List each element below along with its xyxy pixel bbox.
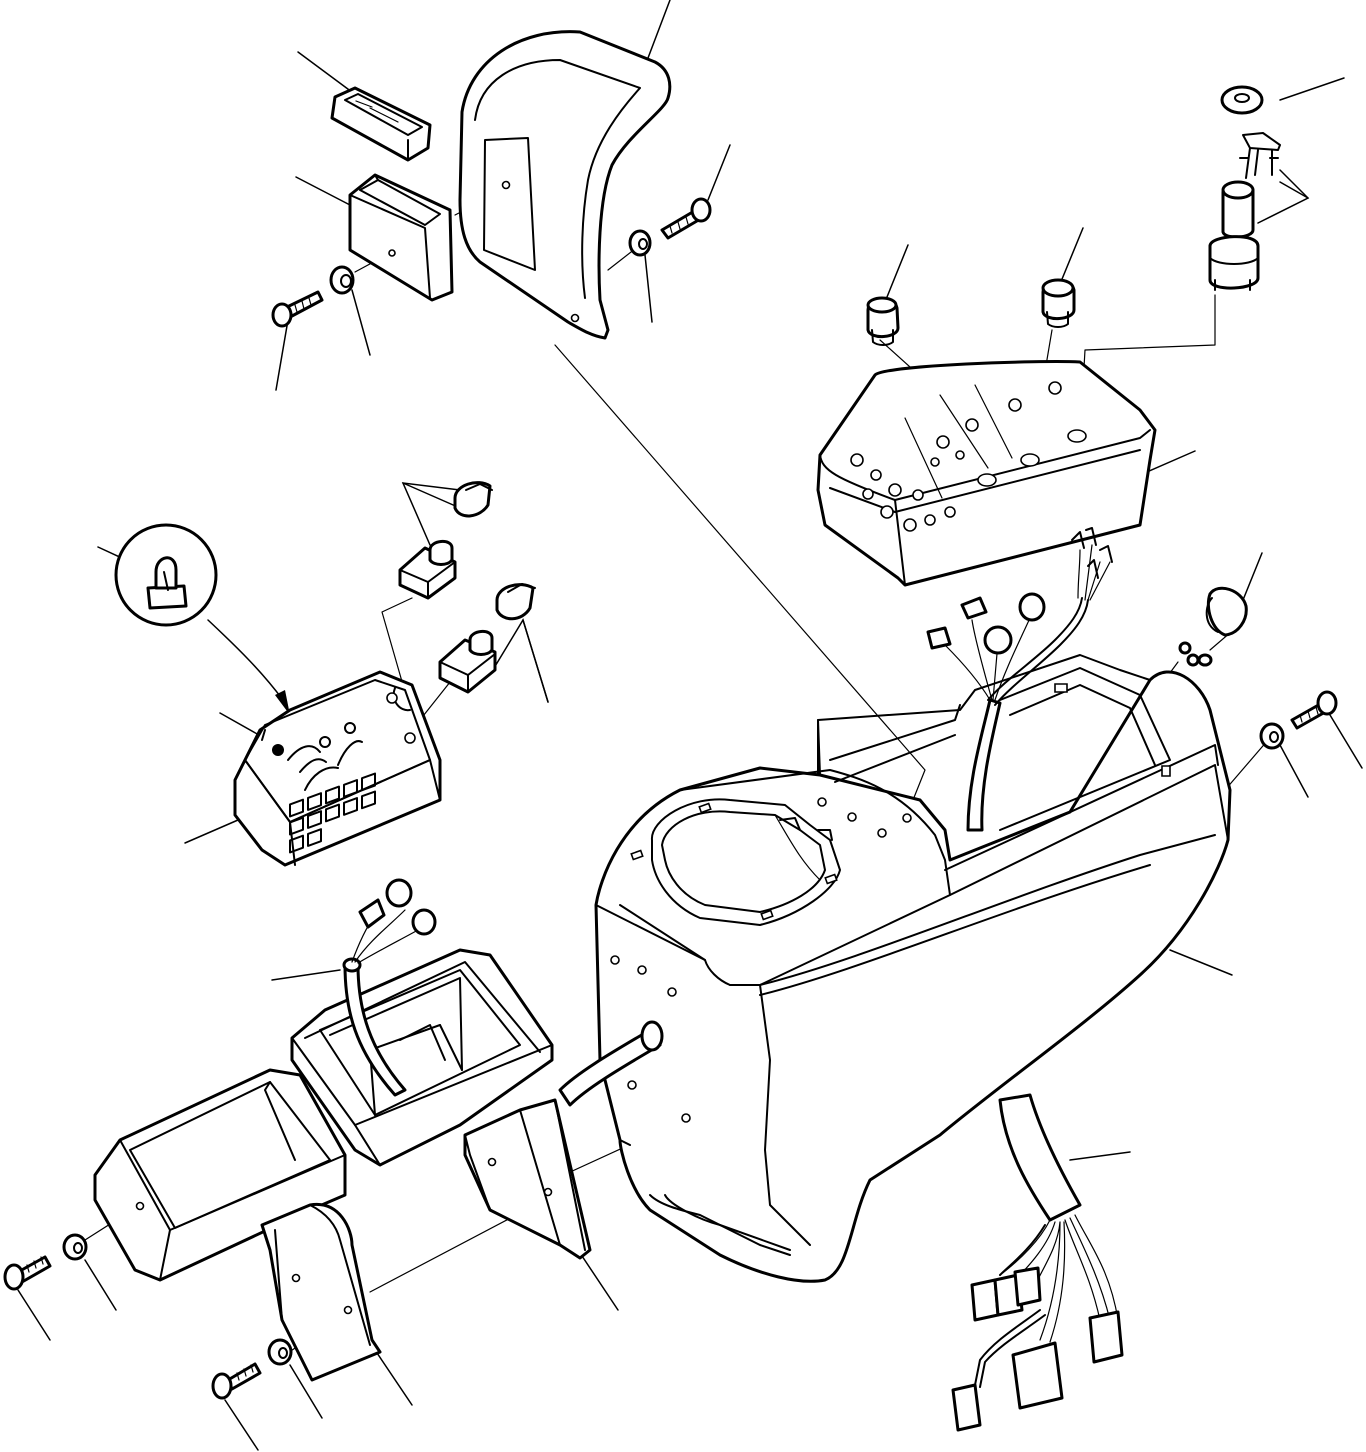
screw-side-cover [662, 199, 710, 238]
panel-harness-upper [928, 528, 1112, 830]
side-cover [460, 32, 670, 338]
stand-leg [465, 1100, 590, 1258]
key-switch-body [1210, 182, 1258, 290]
bracket-tray [95, 1070, 345, 1280]
screw-lower-left [5, 1257, 50, 1289]
switch-box [235, 672, 440, 865]
switch-bezel [350, 175, 452, 300]
switch-panel-upper-right [818, 362, 1155, 585]
washer-lower-left [64, 1235, 86, 1259]
detail-callout [116, 525, 290, 715]
rotary-knob-lower [497, 584, 535, 619]
lower-harness [953, 1095, 1122, 1430]
push-button-right [1043, 280, 1074, 327]
stand-harness [344, 880, 435, 1095]
bracket-plate [262, 1204, 380, 1380]
washer-upper-left [331, 267, 353, 293]
main-console [596, 655, 1230, 1281]
washer-lower-middle [269, 1340, 291, 1364]
rotary-switch-upper [400, 541, 455, 598]
washer-side-cover [630, 231, 650, 255]
screw-lower-middle [213, 1364, 260, 1398]
monitor-pad [332, 88, 430, 160]
washer-right-side [1261, 724, 1283, 748]
switch-box-key-grid [290, 774, 375, 853]
rotary-switch-lower [440, 631, 495, 692]
key-switch-clip [1240, 133, 1280, 178]
screw-upper-left [273, 292, 322, 326]
rotary-knob-upper [455, 483, 492, 516]
screw-right-side [1292, 692, 1336, 728]
push-button-left [868, 298, 898, 345]
connecting-harness [560, 1022, 662, 1105]
key-switch-nut [1222, 87, 1262, 113]
